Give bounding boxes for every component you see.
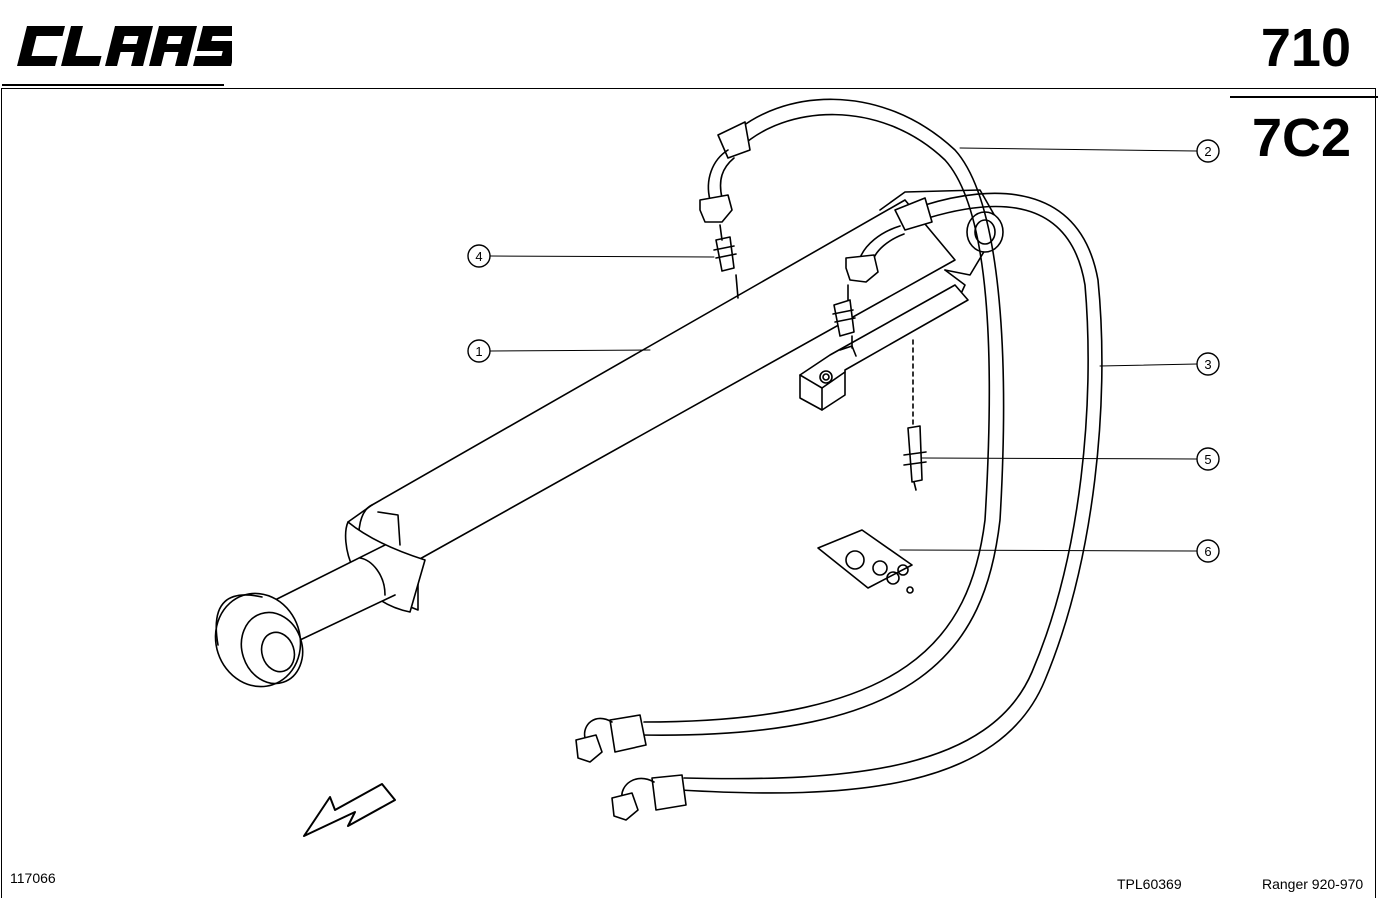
callout-5: 5: [1196, 447, 1220, 471]
callout-1: 1: [467, 339, 491, 363]
callout-6: 6: [1196, 539, 1220, 563]
callout-4: 4: [467, 244, 491, 268]
callout-6-label: 6: [1204, 544, 1211, 559]
adapter-4: [713, 224, 856, 349]
hydraulic-cylinder: [214, 189, 1004, 688]
section-code: 7C2: [1251, 108, 1351, 168]
hose-2: [575, 98, 1005, 763]
diagram-frame: [1, 88, 1376, 898]
callout-2-label: 2: [1204, 144, 1211, 159]
page-number: 710: [1260, 18, 1351, 78]
callout-3: 3: [1196, 352, 1220, 376]
direction-arrow-icon: [303, 783, 396, 837]
callout-3-label: 3: [1204, 357, 1211, 372]
seal-kit-6: [817, 529, 914, 594]
leader-lines: [489, 147, 1198, 552]
callout-2: 2: [1196, 139, 1220, 163]
claas-logo: [17, 26, 232, 66]
header-rule-right: [1230, 96, 1378, 98]
callout-1-label: 1: [475, 344, 482, 359]
fitting-5: [903, 339, 927, 491]
callout-5-label: 5: [1204, 452, 1211, 467]
template-reference: TPL60369: [1117, 876, 1182, 892]
image-reference: 117066: [10, 870, 56, 886]
header-rule-left: [2, 84, 224, 86]
model-range: Ranger 920-970: [1262, 876, 1364, 892]
hose-3: [611, 192, 1103, 821]
callout-4-label: 4: [475, 249, 482, 264]
